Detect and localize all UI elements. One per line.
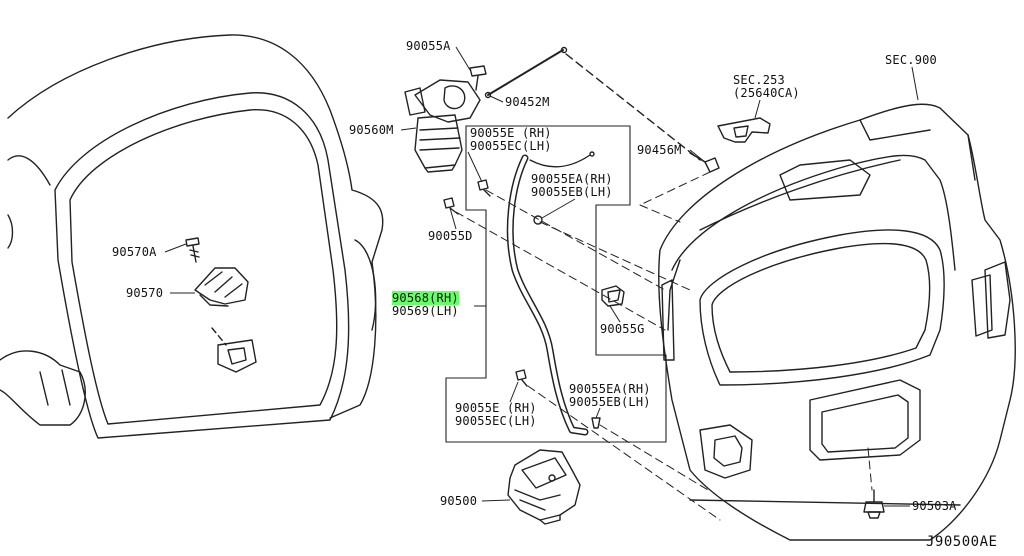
label-90569-lh[interactable]: 90569(LH) <box>392 304 459 318</box>
label-90055e-rh[interactable]: 90055E (RH) <box>470 126 552 140</box>
back-door-panel <box>658 103 1016 541</box>
lock-actuator-90500 <box>507 449 581 525</box>
label-90055e-rh-2[interactable]: 90055E (RH) <box>455 401 537 415</box>
label-sec900[interactable]: SEC.900 <box>885 53 937 67</box>
label-90055g[interactable]: 90055G <box>600 322 645 336</box>
motor-90560m <box>404 65 487 173</box>
highlighted-part-number: 90568(RH) <box>392 291 459 305</box>
bracket-sec253 <box>717 117 771 143</box>
bolt-90503a <box>863 489 885 519</box>
label-sec253[interactable]: SEC.253 <box>733 73 785 87</box>
label-90500[interactable]: 90500 <box>440 494 478 508</box>
bolt-90570a <box>185 237 200 263</box>
label-90055ea-rh-2[interactable]: 90055EA(RH) <box>569 382 651 396</box>
label-90055d[interactable]: 90055D <box>428 229 473 243</box>
label-90452m[interactable]: 90452M <box>505 95 550 109</box>
bracket-90570 <box>194 267 249 307</box>
label-90568-rh[interactable]: 90568(RH) <box>392 291 459 305</box>
rod-90452m <box>484 46 701 161</box>
label-90055a[interactable]: 90055A <box>406 39 451 53</box>
label-90456m[interactable]: 90456M <box>637 143 682 157</box>
rear-body-opening-illustration <box>0 34 384 439</box>
drawing-code: J90500AE <box>926 534 998 550</box>
label-90055ec-lh-2[interactable]: 90055EC(LH) <box>455 414 537 428</box>
label-90570[interactable]: 90570 <box>126 286 164 300</box>
harness-group-box <box>445 125 667 443</box>
label-90055ec-lh[interactable]: 90055EC(LH) <box>470 139 552 153</box>
label-90055ea-rh[interactable]: 90055EA(RH) <box>531 172 613 186</box>
label-25640ca[interactable]: (25640CA) <box>733 86 800 100</box>
dashed-leaders <box>455 171 873 521</box>
wire-harness-90568 <box>506 151 595 436</box>
label-90055eb-lh[interactable]: 90055EB(LH) <box>531 185 613 199</box>
label-90055eb-lh-2[interactable]: 90055EB(LH) <box>569 395 651 409</box>
label-90560m[interactable]: 90560M <box>349 123 394 137</box>
clip-90456m <box>689 152 720 173</box>
label-90570a[interactable]: 90570A <box>112 245 157 259</box>
label-90503a[interactable]: 90503A <box>912 499 957 513</box>
